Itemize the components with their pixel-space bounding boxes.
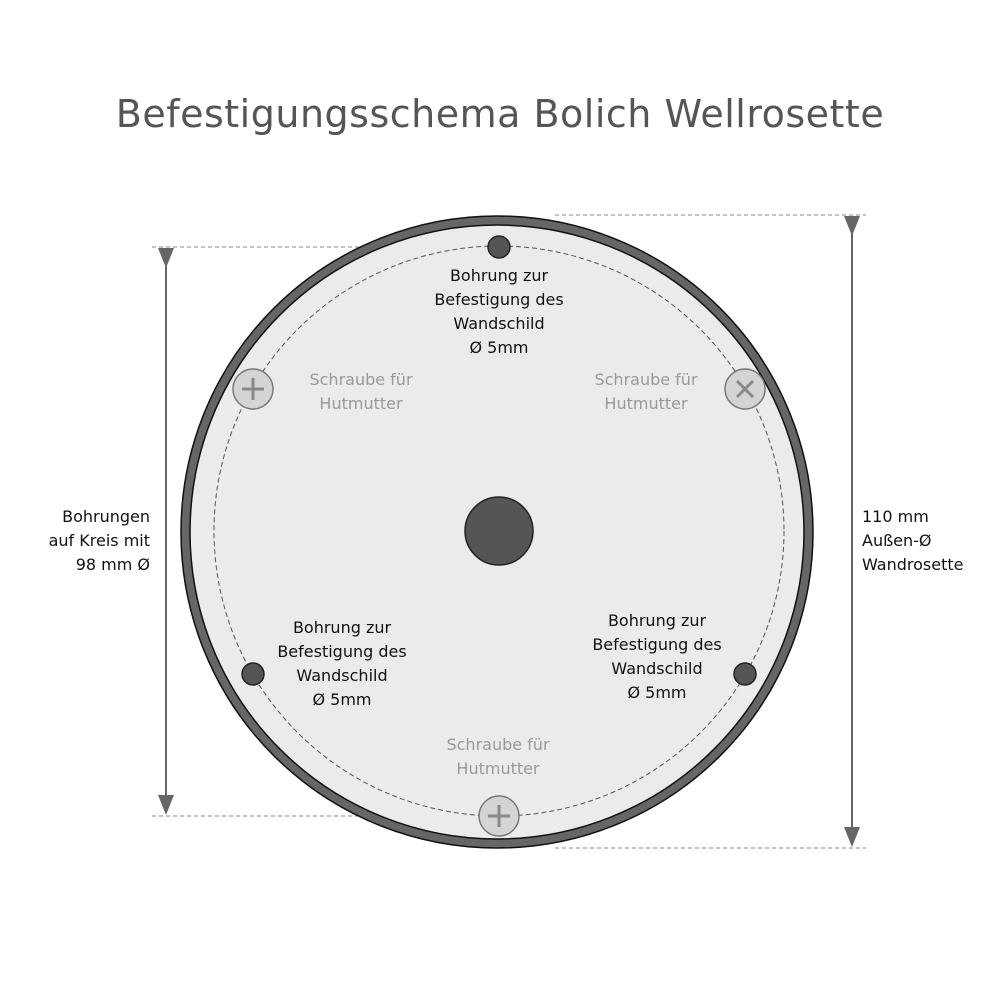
label-screw-bottom: Schraube für Hutmutter <box>398 733 598 781</box>
center-hole <box>464 496 534 566</box>
label-screw-right: Schraube für Hutmutter <box>546 368 746 416</box>
label-line: Wandschild <box>611 659 703 678</box>
mounting-hole-right <box>733 662 757 686</box>
label-line: 98 mm Ø <box>75 555 150 574</box>
label-line: Hutmutter <box>604 394 688 413</box>
label-line: auf Kreis mit <box>48 531 150 550</box>
label-line: Befestigung des <box>434 290 564 309</box>
label-line: Bohrungen <box>62 507 150 526</box>
mounting-hole-left <box>241 662 265 686</box>
bolt-circle <box>213 245 785 817</box>
label-hole-right: Bohrung zur Befestigung des Wandschild Ø… <box>557 609 757 705</box>
screw-icon <box>724 368 766 410</box>
label-line: Wandschild <box>453 314 545 333</box>
diagram-title: Befestigungsschema Bolich Wellrosette <box>115 92 885 136</box>
label-line: Ø 5mm <box>312 690 372 709</box>
screw-icon <box>232 368 274 410</box>
mounting-hole-top <box>487 235 511 259</box>
label-line: Wandrosette <box>862 555 964 574</box>
label-bolt-circle-diameter: Bohrungen auf Kreis mit 98 mm Ø <box>20 505 150 577</box>
label-line: Hutmutter <box>456 759 540 778</box>
screw-icon <box>478 795 520 837</box>
label-line: Befestigung des <box>592 635 722 654</box>
label-line: 110 mm <box>862 507 929 526</box>
label-hole-left: Bohrung zur Befestigung des Wandschild Ø… <box>242 616 442 712</box>
label-line: Befestigung des <box>277 642 407 661</box>
label-line: Wandschild <box>296 666 388 685</box>
label-line: Bohrung zur <box>292 618 392 637</box>
label-line: Ø 5mm <box>469 338 529 357</box>
label-line: Ø 5mm <box>627 683 687 702</box>
label-line: Hutmutter <box>319 394 403 413</box>
label-hole-top: Bohrung zur Befestigung des Wandschild Ø… <box>399 264 599 360</box>
label-outer-diameter: 110 mm Außen-Ø Wandrosette <box>862 505 992 577</box>
label-line: Schraube für <box>309 370 413 389</box>
label-line: Außen-Ø <box>862 531 932 550</box>
label-line: Schraube für <box>446 735 550 754</box>
label-screw-left: Schraube für Hutmutter <box>261 368 461 416</box>
label-line: Bohrung zur <box>449 266 549 285</box>
label-line: Bohrung zur <box>607 611 707 630</box>
label-line: Schraube für <box>594 370 698 389</box>
